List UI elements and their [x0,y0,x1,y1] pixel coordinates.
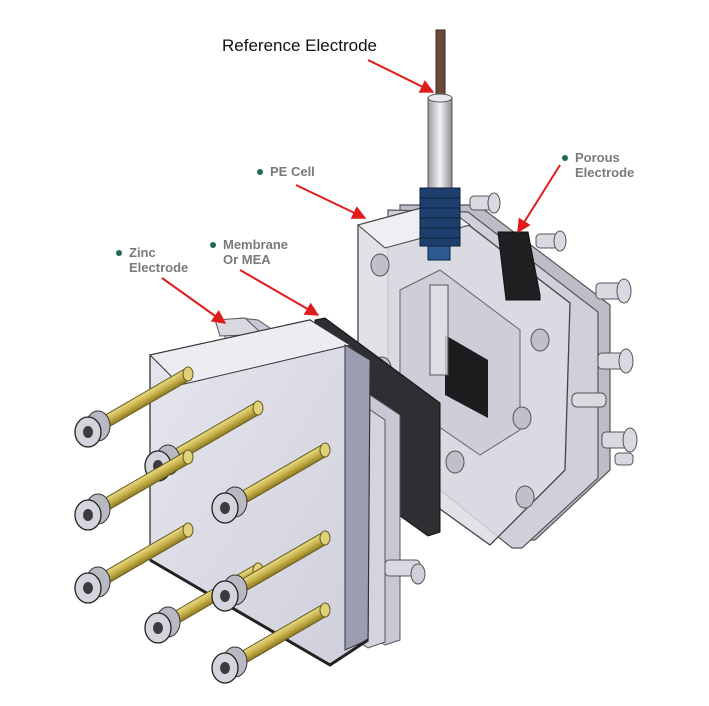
arrow-porous-electrode [517,164,561,234]
label-porous-electrode: Porous Electrode [562,150,634,180]
arrow-zinc-electrode [161,277,227,324]
annotation-arrows [161,59,561,324]
label-dot-icon [257,168,263,175]
bolt [74,522,194,604]
arrow-reference-electrode [367,59,435,93]
label-porous-line1: Porous [575,150,620,165]
arrow-membrane [239,269,320,316]
label-zinc-electrode: Zinc Electrode [116,245,188,275]
bolt [211,602,331,684]
label-porous-line2: Electrode [575,165,635,180]
label-reference-electrode: Reference Electrode [222,36,377,55]
label-dot-icon [210,241,216,248]
bolt [211,530,331,612]
reference-electrode [419,29,461,376]
bolt [74,449,194,531]
bolt [211,442,331,524]
label-membrane-line2: Or MEA [223,252,271,267]
label-zinc-line2: Electrode [129,260,189,275]
bolt-group [74,366,331,684]
bolt [74,366,194,448]
label-zinc-line1: Zinc [129,245,156,260]
label-membrane-line1: Membrane [223,237,289,252]
label-pe-cell-text: PE Cell [270,164,315,179]
arrow-pe-cell [295,184,367,219]
label-membrane: Membrane Or MEA [210,237,288,267]
label-dot-icon [116,249,122,256]
label-pe-cell: PE Cell [257,164,315,179]
label-dot-icon [562,154,568,161]
